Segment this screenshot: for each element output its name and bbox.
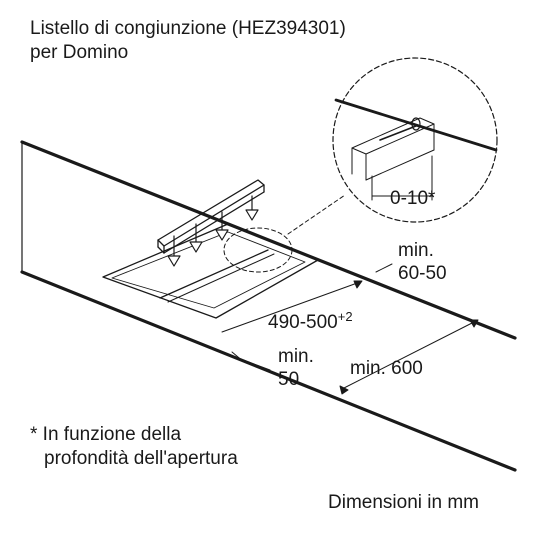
dimension-min-600 <box>339 319 479 395</box>
units-note: Dimensioni in mm <box>328 492 479 513</box>
min-height-value: 60-50 <box>398 263 447 284</box>
screw-arrows <box>167 195 259 267</box>
footnote-line-2: profondità dell'apertura <box>44 448 238 469</box>
title-line-1: Listello di congiunzione (HEZ394301) <box>30 18 346 39</box>
cutout-range-label: 490-500+2 <box>268 306 353 334</box>
cutout-inner <box>111 231 306 309</box>
dimension-cutout-width <box>221 280 363 333</box>
min-height-label: min. <box>398 240 434 261</box>
connecting-strip <box>157 179 265 254</box>
cutout-divider <box>159 249 269 299</box>
detail-circle <box>332 57 498 223</box>
cutout-range-value: 490-500 <box>268 312 338 333</box>
detail-contents <box>334 98 498 201</box>
detail-marker <box>223 227 293 273</box>
dimension-min-50 <box>231 351 271 371</box>
worktop-front-edge <box>20 270 517 472</box>
detail-gap-label: 0-10* <box>390 188 436 209</box>
footnote-line-1: * In funzione della <box>30 424 182 445</box>
min-front-value: 50 <box>278 369 300 390</box>
cutout-tolerance: +2 <box>337 309 353 324</box>
cutout-outline <box>102 223 319 319</box>
title-line-2: per Domino <box>30 42 129 63</box>
min-depth-label: min. 600 <box>350 358 423 379</box>
min-front-label: min. <box>278 346 314 367</box>
